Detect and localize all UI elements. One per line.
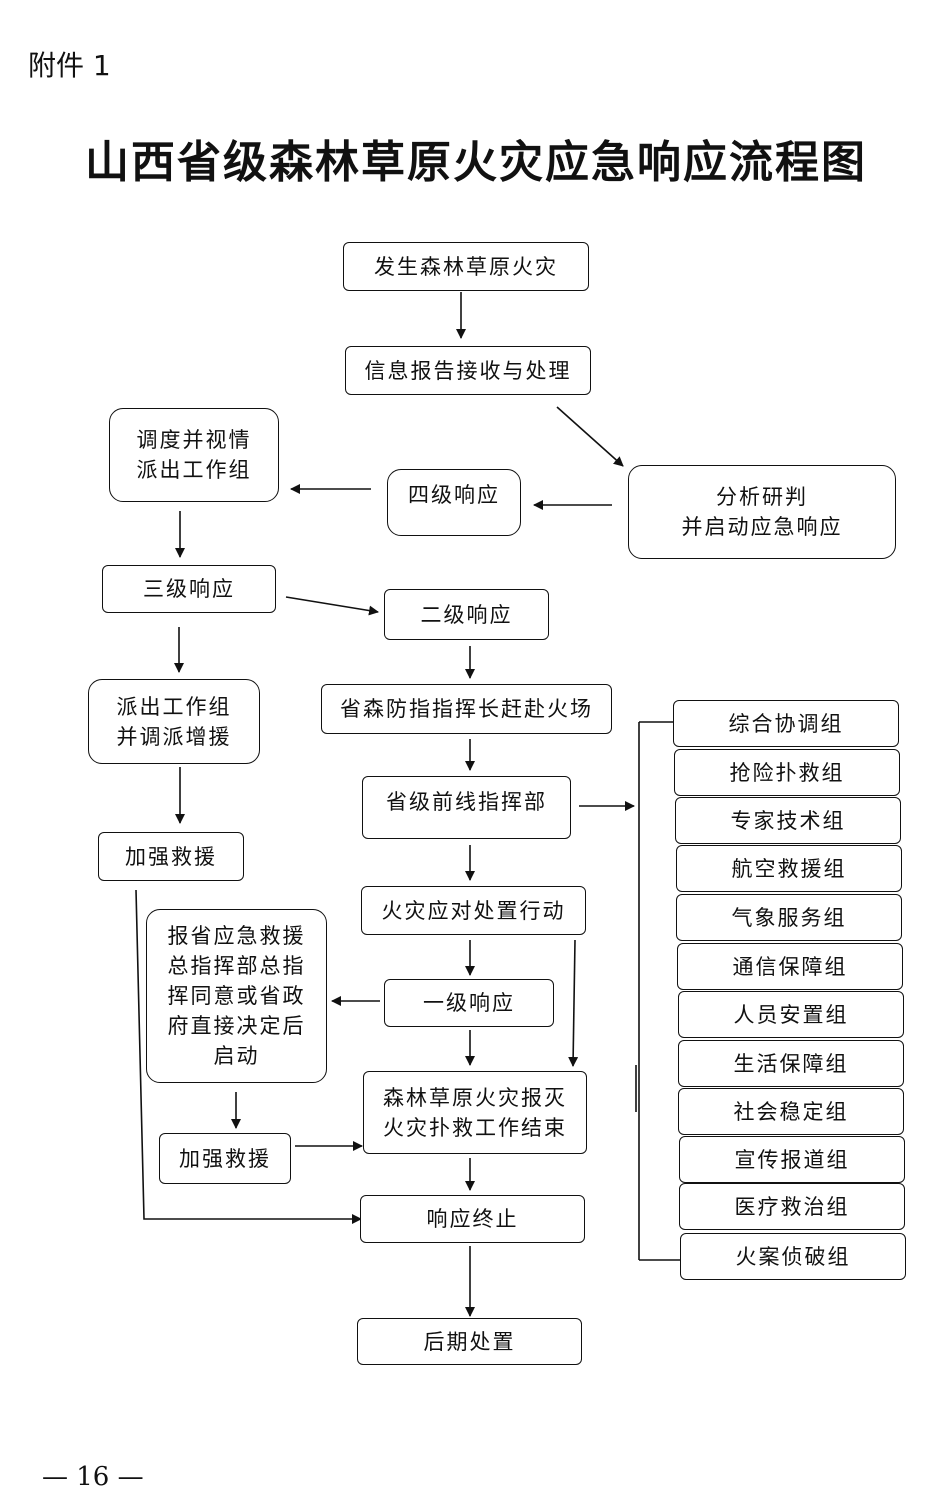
node-extinguished: 森林草原火灾报灭 火灾扑救工作结束 bbox=[363, 1071, 587, 1154]
node-reinforce-2: 加强救援 bbox=[159, 1133, 291, 1184]
node-commander: 省森防指指挥长赶赴火场 bbox=[321, 684, 612, 734]
node-level2: 二级响应 bbox=[384, 589, 549, 640]
group-item: 社会稳定组 bbox=[678, 1088, 904, 1135]
node-analyze: 分析研判 并启动应急响应 bbox=[628, 465, 896, 559]
node-aftermath: 后期处置 bbox=[357, 1318, 582, 1365]
node-fire-occurs: 发生森林草原火灾 bbox=[343, 242, 589, 291]
node-level3: 三级响应 bbox=[102, 565, 276, 613]
arrow-reinforce-to-terminate bbox=[135, 889, 362, 1224]
group-item: 气象服务组 bbox=[676, 894, 902, 941]
node-terminate: 响应终止 bbox=[360, 1195, 585, 1243]
group-item: 医疗救治组 bbox=[679, 1183, 905, 1230]
arrow-action-to-extinguished bbox=[568, 939, 579, 1067]
node-reinforce-1: 加强救援 bbox=[98, 832, 244, 881]
group-item: 宣传报道组 bbox=[679, 1136, 905, 1183]
node-level4: 四级响应 bbox=[387, 469, 521, 536]
node-info-report: 信息报告接收与处理 bbox=[345, 346, 591, 395]
annex-label: 附件 1 bbox=[28, 49, 111, 82]
group-item: 通信保障组 bbox=[677, 943, 903, 990]
node-frontline: 省级前线指挥部 bbox=[362, 776, 571, 839]
group-item: 火案侦破组 bbox=[680, 1233, 906, 1280]
page-title: 山西省级森林草原火灾应急响应流程图 bbox=[85, 137, 867, 188]
arrow-level3-to-level2 bbox=[285, 596, 379, 616]
node-team: 派出工作组 并调派增援 bbox=[88, 679, 260, 764]
group-item: 生活保障组 bbox=[678, 1040, 904, 1087]
group-item: 人员安置组 bbox=[678, 991, 904, 1038]
page-number: — 16 — bbox=[42, 1462, 144, 1492]
node-dispatch: 调度并视情 派出工作组 bbox=[109, 408, 279, 502]
arrow-report-to-analyze bbox=[556, 406, 624, 467]
group-item: 综合协调组 bbox=[673, 700, 899, 747]
group-item: 专家技术组 bbox=[675, 797, 901, 844]
group-item: 航空救援组 bbox=[676, 845, 902, 892]
node-level1: 一级响应 bbox=[384, 979, 554, 1027]
node-action: 火灾应对处置行动 bbox=[361, 886, 586, 935]
group-item: 抢险扑救组 bbox=[674, 749, 900, 796]
node-approval: 报省应急救援 总指挥部总指 挥同意或省政 府直接决定后 启动 bbox=[146, 909, 327, 1083]
